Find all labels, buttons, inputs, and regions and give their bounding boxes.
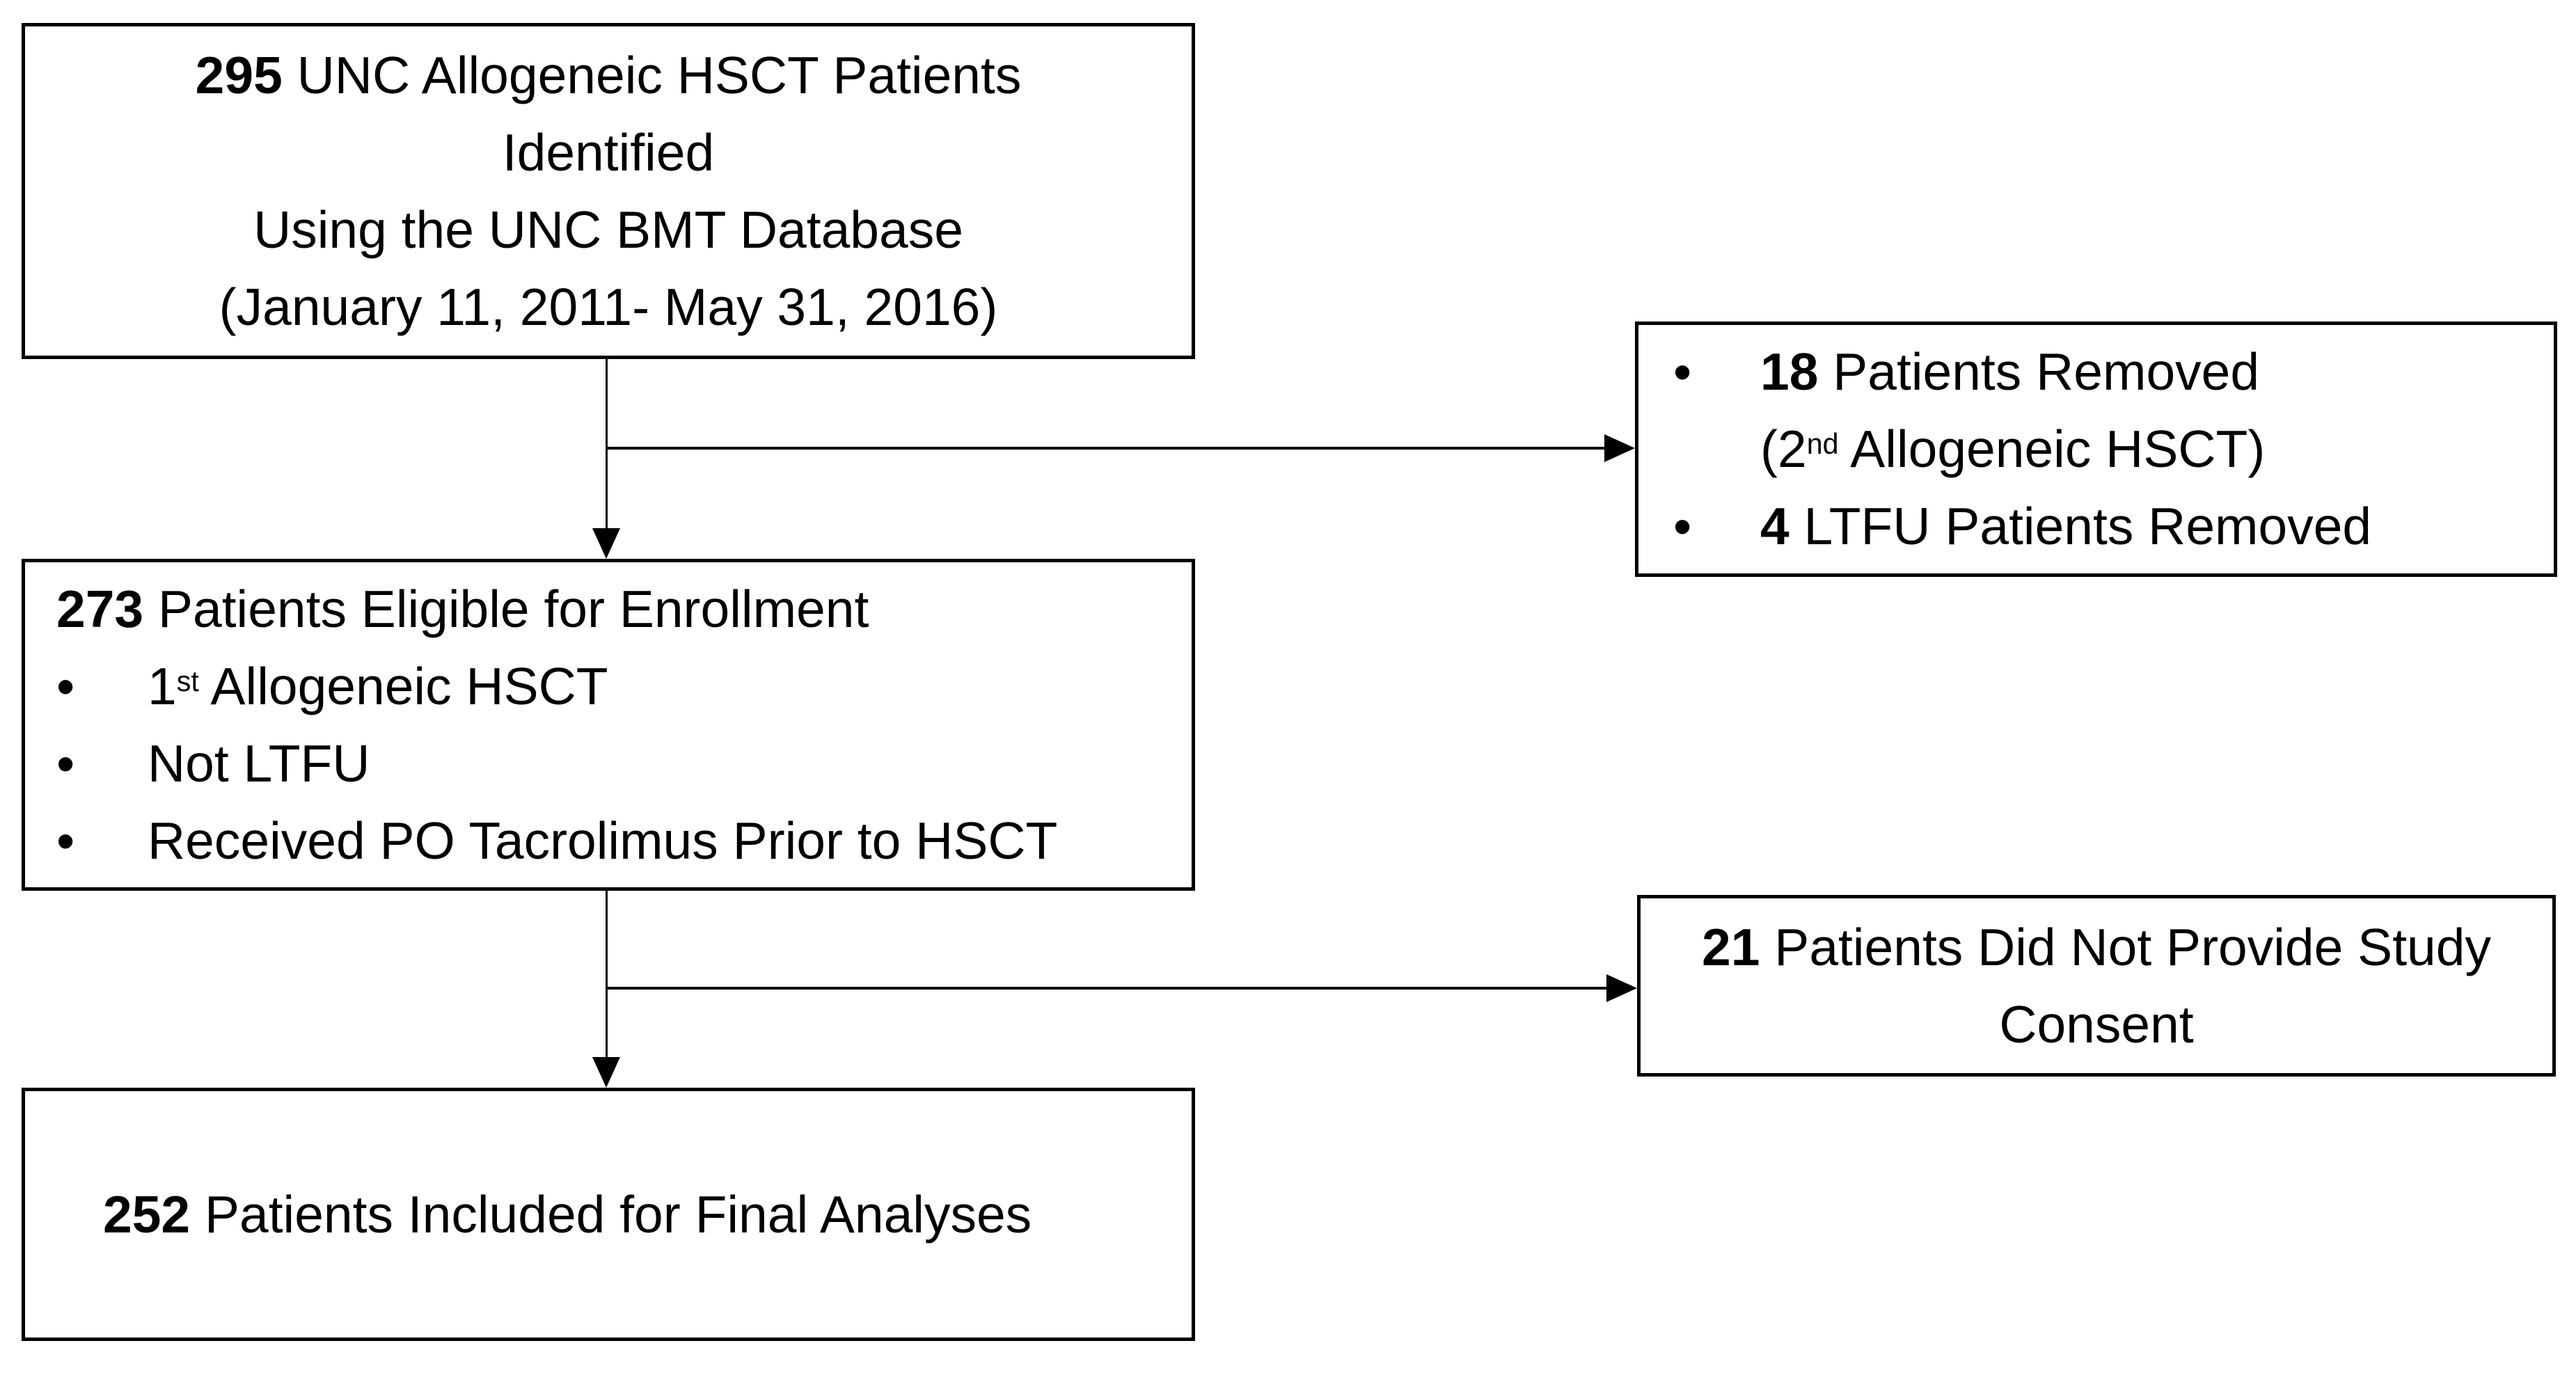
bullet-icon: •	[56, 656, 75, 715]
eligible-bullet-1-text: 1st Allogeneic HSCT	[148, 648, 608, 725]
bullet-icon: •	[1673, 342, 1692, 401]
eligible-bullet-3: • Received PO Tacrolimus Prior to HSCT	[56, 802, 1178, 880]
removed-item-1-label: Patients Removed	[1818, 342, 2260, 401]
identified-line-2: Identified	[502, 122, 715, 182]
connector-identified-to-eligible	[606, 359, 608, 531]
identified-line-3: Using the UNC BMT Database	[253, 200, 963, 259]
final-analyses-count: 252	[103, 1184, 191, 1244]
removed-patients-box: • 18 Patients Removed (2nd Allogeneic HSC…	[1635, 322, 2557, 577]
bullet-icon: •	[56, 811, 75, 870]
down-arrowhead-icon	[592, 528, 620, 559]
connector-eligible-to-final	[606, 891, 608, 1060]
removed-item-2: • 4 LTFU Patients Removed	[1673, 488, 2540, 565]
eligible-heading: 273 Patients Eligible for Enrollment	[56, 571, 1178, 648]
connector-branch-to-removed	[606, 447, 1606, 450]
eligible-bullet-1: • 1st Allogeneic HSCT	[56, 648, 1178, 725]
removed-item-1-text: 18 Patients Removed	[1760, 333, 2259, 411]
identified-line-1: 295 UNC Allogeneic HSCT Patients	[46, 37, 1171, 114]
down-arrowhead-icon	[592, 1057, 620, 1088]
removed-item-2-text: 4 LTFU Patients Removed	[1760, 488, 2371, 565]
bullet-icon: •	[1673, 497, 1692, 555]
eligible-patients-box: 273 Patients Eligible for Enrollment • 1s…	[22, 559, 1195, 891]
final-analyses-text: Patients Included for Final Analyses	[190, 1184, 1032, 1244]
right-arrowhead-icon	[1604, 434, 1635, 462]
removed-subline-rest: Allogeneic HSCT)	[1838, 420, 2266, 478]
eligible-bullet-1-prefix: 1	[148, 656, 177, 715]
eligible-bullet-2-text: Not LTFU	[148, 733, 370, 793]
removed-item-1-count: 18	[1760, 342, 1819, 401]
removed-item-1: • 18 Patients Removed	[1673, 333, 2540, 411]
no-consent-line-2: Consent	[1999, 994, 2194, 1054]
identified-count: 295	[195, 45, 283, 104]
bullet-icon: •	[56, 733, 75, 793]
no-consent-count: 21	[1702, 917, 1760, 976]
removed-item-2-label: LTFU Patients Removed	[1789, 497, 2372, 555]
right-arrowhead-icon	[1606, 974, 1637, 1002]
connector-branch-to-no-consent	[606, 987, 1609, 990]
no-consent-line-1-text: Patients Did Not Provide Study	[1760, 917, 2491, 976]
eligible-count: 273	[56, 579, 144, 638]
removed-item-2-count: 4	[1760, 497, 1789, 555]
eligible-bullet-3-text: Received PO Tacrolimus Prior to HSCT	[148, 811, 1058, 870]
eligible-bullet-1-rest: Allogeneic HSCT	[198, 656, 608, 715]
eligible-heading-text: Patients Eligible for Enrollment	[143, 579, 869, 638]
eligible-bullet-2: • Not LTFU	[56, 725, 1178, 802]
final-analyses-line: 252 Patients Included for Final Analyses	[103, 1176, 1178, 1253]
removed-subline-prefix: (2	[1760, 420, 1807, 478]
removed-subline-superscript: nd	[1806, 428, 1839, 461]
no-consent-box: 21 Patients Did Not Provide Study Consen…	[1637, 895, 2556, 1077]
identified-line-1-text: UNC Allogeneic HSCT Patients	[282, 45, 1022, 104]
no-consent-line-1: 21 Patients Did Not Provide Study	[1654, 909, 2538, 986]
identified-line-4: (January 11, 2011- May 31, 2016)	[219, 277, 998, 336]
identified-patients-box: 295 UNC Allogeneic HSCT Patients Identif…	[22, 23, 1195, 359]
final-analyses-box: 252 Patients Included for Final Analyses	[22, 1088, 1195, 1341]
eligible-bullet-1-superscript: st	[176, 665, 199, 697]
removed-item-1-subline: (2nd Allogeneic HSCT)	[1760, 411, 2540, 488]
